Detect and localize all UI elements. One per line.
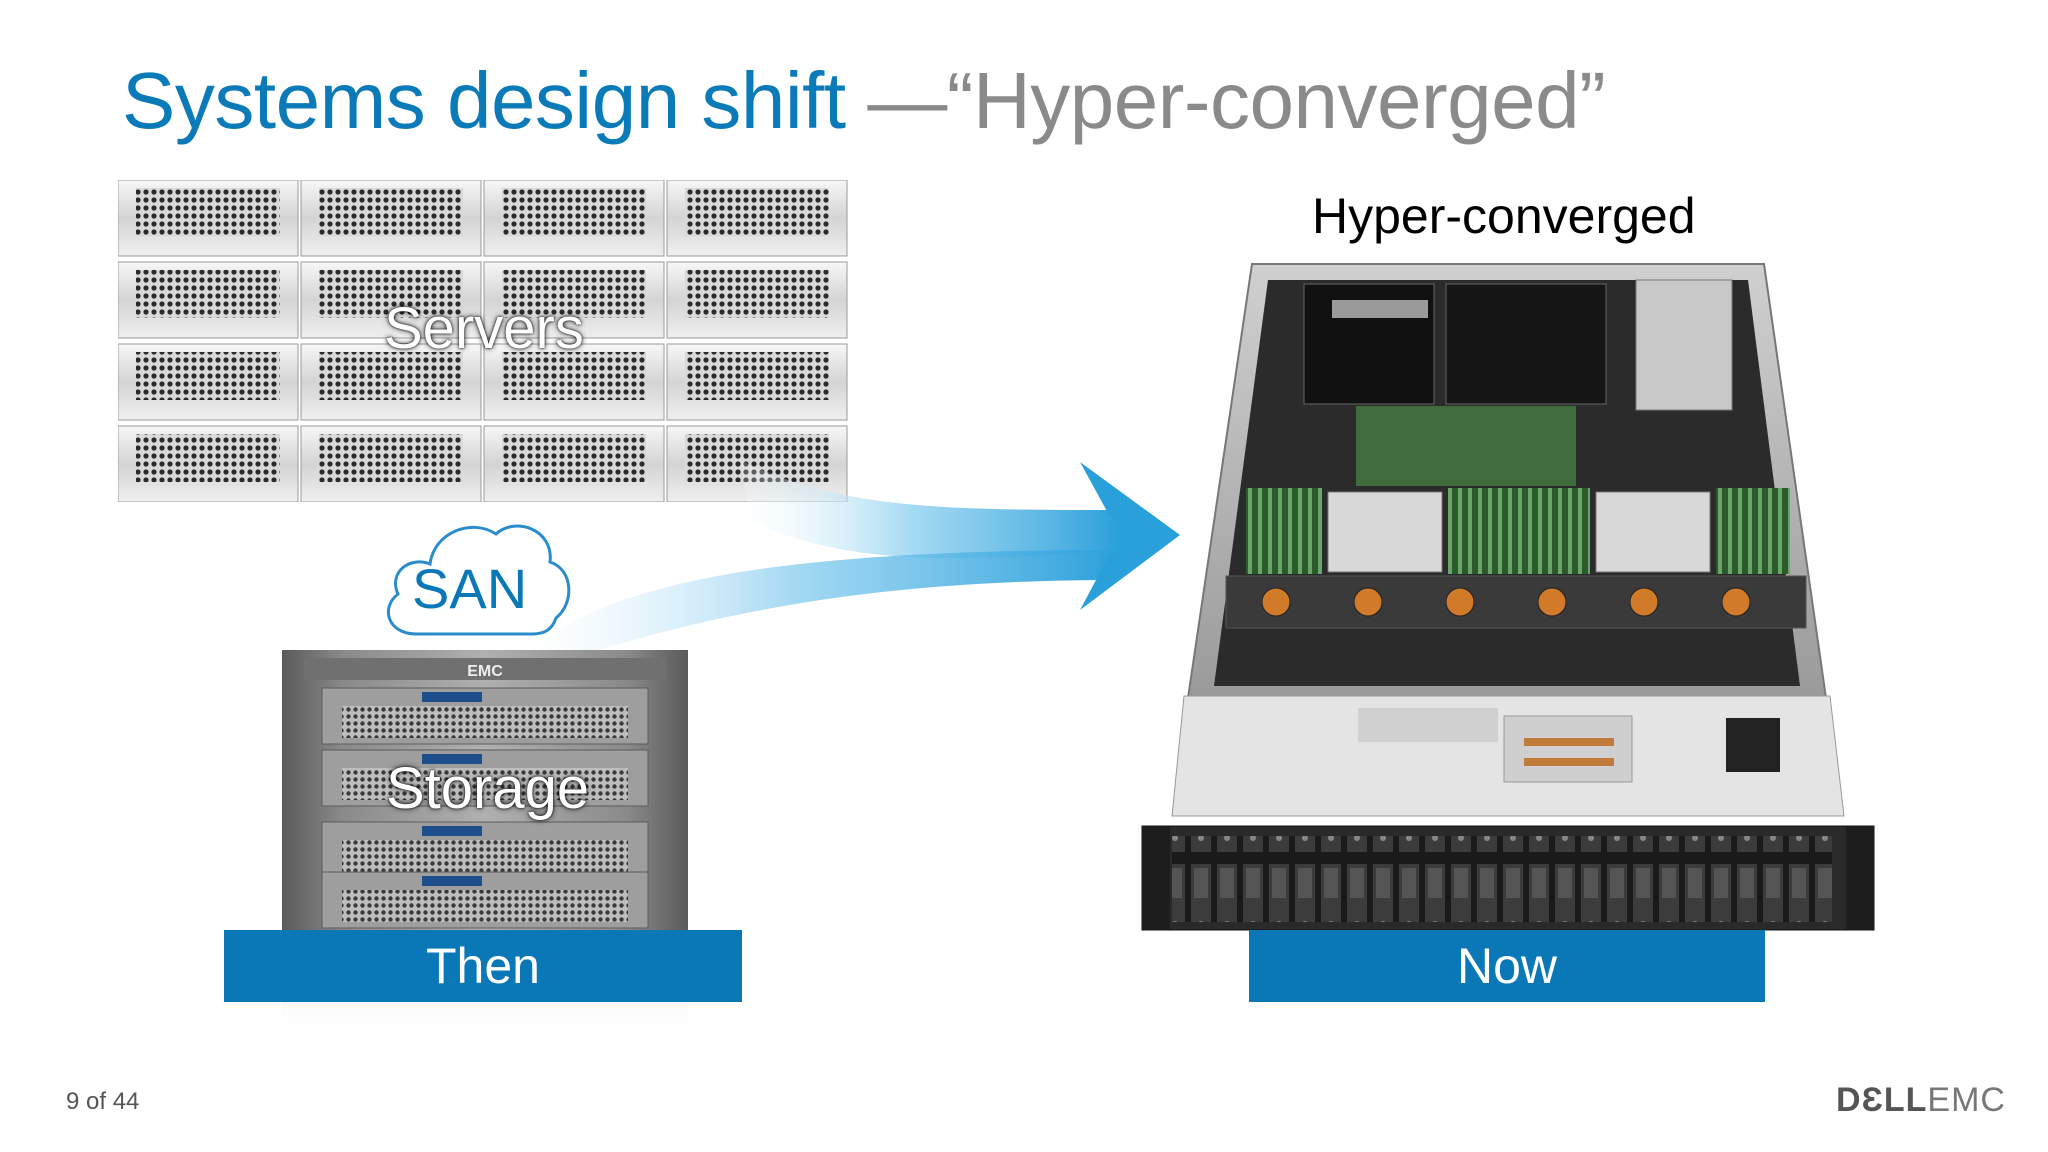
- storage-shelf-indicator: [422, 692, 482, 702]
- storage-label: Storage: [386, 756, 590, 821]
- server-blade-grille: [502, 188, 646, 236]
- fan: [1537, 587, 1567, 617]
- hyperconverged-label: Hyper-converged: [1312, 188, 1696, 244]
- arrow-upper-band: [740, 460, 1120, 559]
- arrow-lower-band: [520, 550, 1120, 665]
- storage-shelf-grille: [342, 840, 628, 872]
- storage-shelf-grille: [342, 890, 628, 922]
- server-blade-grille: [502, 352, 646, 400]
- fan: [1721, 587, 1751, 617]
- storage-shelf-grille: [342, 706, 628, 738]
- logo-emc: EMC: [1927, 1081, 2006, 1119]
- storage-image: EMC: [282, 650, 688, 1042]
- storage-shelf-grille: [342, 768, 628, 800]
- hyperconverged-server-image: [1141, 263, 1875, 931]
- server-blade-grille: [685, 352, 829, 400]
- server-blade-grille: [502, 270, 646, 318]
- san-label: SAN: [412, 557, 528, 620]
- server-blade-grille: [685, 270, 829, 318]
- logo-dell: DƐLL: [1836, 1081, 1928, 1119]
- storage-shelf-indicator: [422, 876, 482, 886]
- convergence-arrow: [520, 460, 1180, 665]
- server-blade-grille: [136, 434, 280, 482]
- server-blade-grille: [319, 352, 463, 400]
- server-blade-grille: [502, 434, 646, 482]
- title-main: Systems design shift: [122, 56, 846, 145]
- servers-label: Servers: [384, 296, 584, 361]
- then-banner: Then: [224, 930, 742, 1002]
- server-blade-grille: [136, 352, 280, 400]
- server-blade-grille: [319, 270, 463, 318]
- fan: [1261, 587, 1291, 617]
- slide-title: Systems design shift —“Hyper-converged”: [122, 46, 1606, 156]
- title-sub: —“Hyper-converged”: [867, 56, 1606, 145]
- san-cloud: [386, 524, 571, 636]
- servers-image: [118, 180, 848, 502]
- server-blade-grille: [136, 188, 280, 236]
- fan: [1629, 587, 1659, 617]
- storage-shelf-indicator: [422, 826, 482, 836]
- server-blade-grille: [685, 188, 829, 236]
- server-blade-grille: [319, 434, 463, 482]
- fan: [1353, 587, 1383, 617]
- server-blade-grille: [136, 270, 280, 318]
- now-banner: Now: [1249, 930, 1765, 1002]
- storage-brand: EMC: [467, 663, 503, 680]
- server-blade-grille: [319, 188, 463, 236]
- storage-shelf-indicator: [422, 754, 482, 764]
- page-indicator: 9 of 44: [66, 1088, 140, 1115]
- dell-emc-logo: DƐLLEMC: [1836, 1080, 2006, 1120]
- fan: [1445, 587, 1475, 617]
- arrow-head: [1080, 462, 1180, 610]
